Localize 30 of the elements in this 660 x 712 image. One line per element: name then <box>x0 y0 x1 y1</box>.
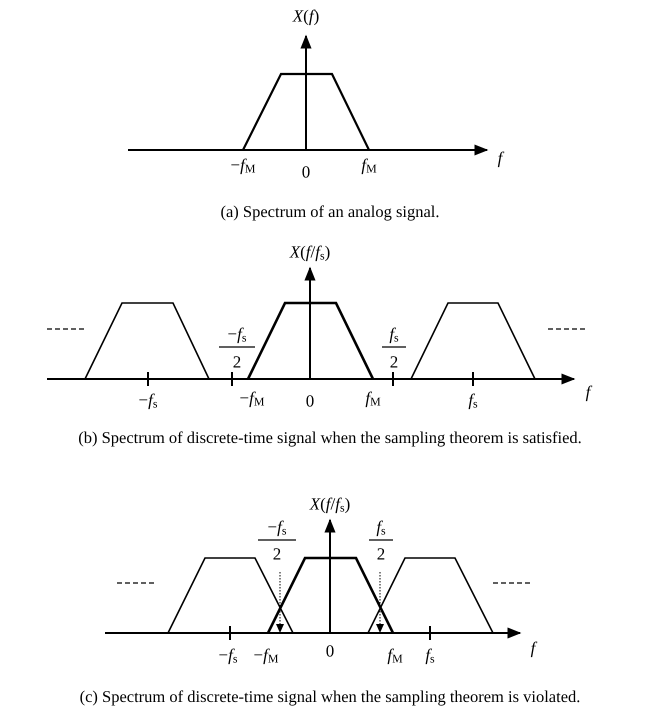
tick-label: −f$_{M}$ <box>254 646 278 666</box>
tick-label: −f$_{s}$ <box>218 646 238 666</box>
tick-label: −f$_{s}$ <box>138 391 158 411</box>
fraction-numerator: −f$_{s}$ <box>268 518 286 538</box>
fraction-denominator: 2 <box>390 354 398 370</box>
fraction-denominator: 2 <box>376 546 386 562</box>
axis-label: f <box>586 384 590 400</box>
fraction-denominator: 2 <box>272 546 282 562</box>
caption: (b) Spectrum of discrete-time signal when the sampling theorem is satisfied. <box>78 430 582 446</box>
tick-label: f$_{s}$ <box>425 646 435 666</box>
axis-title: X(f/f$_{s}$) <box>290 243 330 263</box>
axis-title: X(f) <box>292 8 320 24</box>
axis-title: X(f/f$_{s}$) <box>310 495 350 515</box>
tick-label: 0 <box>306 392 314 410</box>
fraction-numerator: f$_{s}$ <box>389 325 399 345</box>
caption: (a) Spectrum of an analog signal. <box>220 204 440 220</box>
tick-label: f$_{M}$ <box>387 646 403 666</box>
tick-label: 0 <box>326 642 334 660</box>
tick-label: −f$_{M}$ <box>240 389 264 409</box>
fraction-numerator: f$_{s}$ <box>376 518 386 538</box>
tick-label: −f$_{M}$ <box>230 156 256 176</box>
fraction-denominator: 2 <box>232 354 242 370</box>
tick-label: f$_{s}$ <box>468 391 478 411</box>
caption: (c) Spectrum of discrete-time signal when the sampling theorem is violated. <box>80 688 580 706</box>
axis-label: f <box>498 150 502 166</box>
tick-label: 0 <box>302 164 310 180</box>
axis-label: f <box>530 640 536 656</box>
fraction-numerator: −f$_{s}$ <box>228 325 246 345</box>
tick-label: f$_{M}$ <box>365 389 381 409</box>
tick-label: f$_{M}$ <box>361 156 377 176</box>
